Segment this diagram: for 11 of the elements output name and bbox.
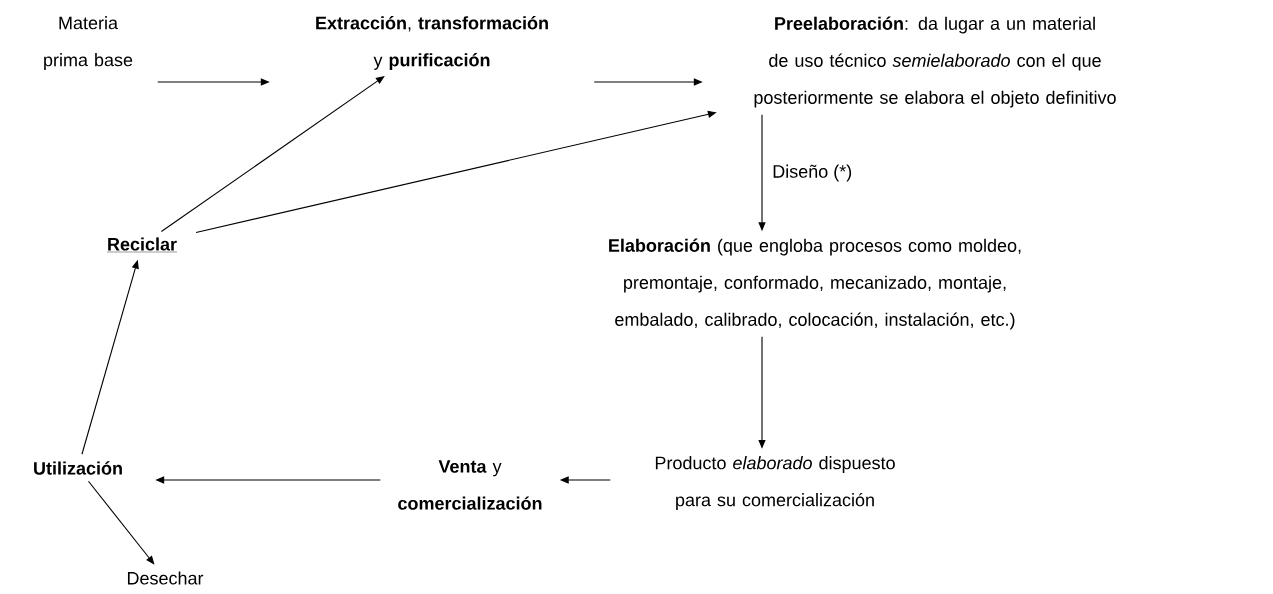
process-text: Utilización — [34, 461, 122, 475]
process-text: Elaboración (que engloba procesos como moldeo, premontaje, conformado, mecanizado, montaje, embalado, calibrado, colocación, instalación, etc.) — [609, 238, 1021, 330]
arrow — [87, 480, 155, 565]
process-text: Preelaboración: da lugar a un material de uso técnico semielaborado con el que posteriormente se elabora el objeto definitivo — [754, 16, 1116, 108]
process-text: Extracción, transformación y purificación — [316, 16, 548, 70]
process-text: Reciclar — [106, 237, 178, 253]
process-text: Desechar — [127, 571, 204, 585]
process-text: Producto elaborado dispuesto para su comercialización — [655, 456, 895, 510]
edge-label: Diseño (*) — [770, 162, 855, 184]
process-text: Materia prima base — [44, 16, 133, 70]
process-text: Venta y comercialización — [398, 460, 542, 510]
